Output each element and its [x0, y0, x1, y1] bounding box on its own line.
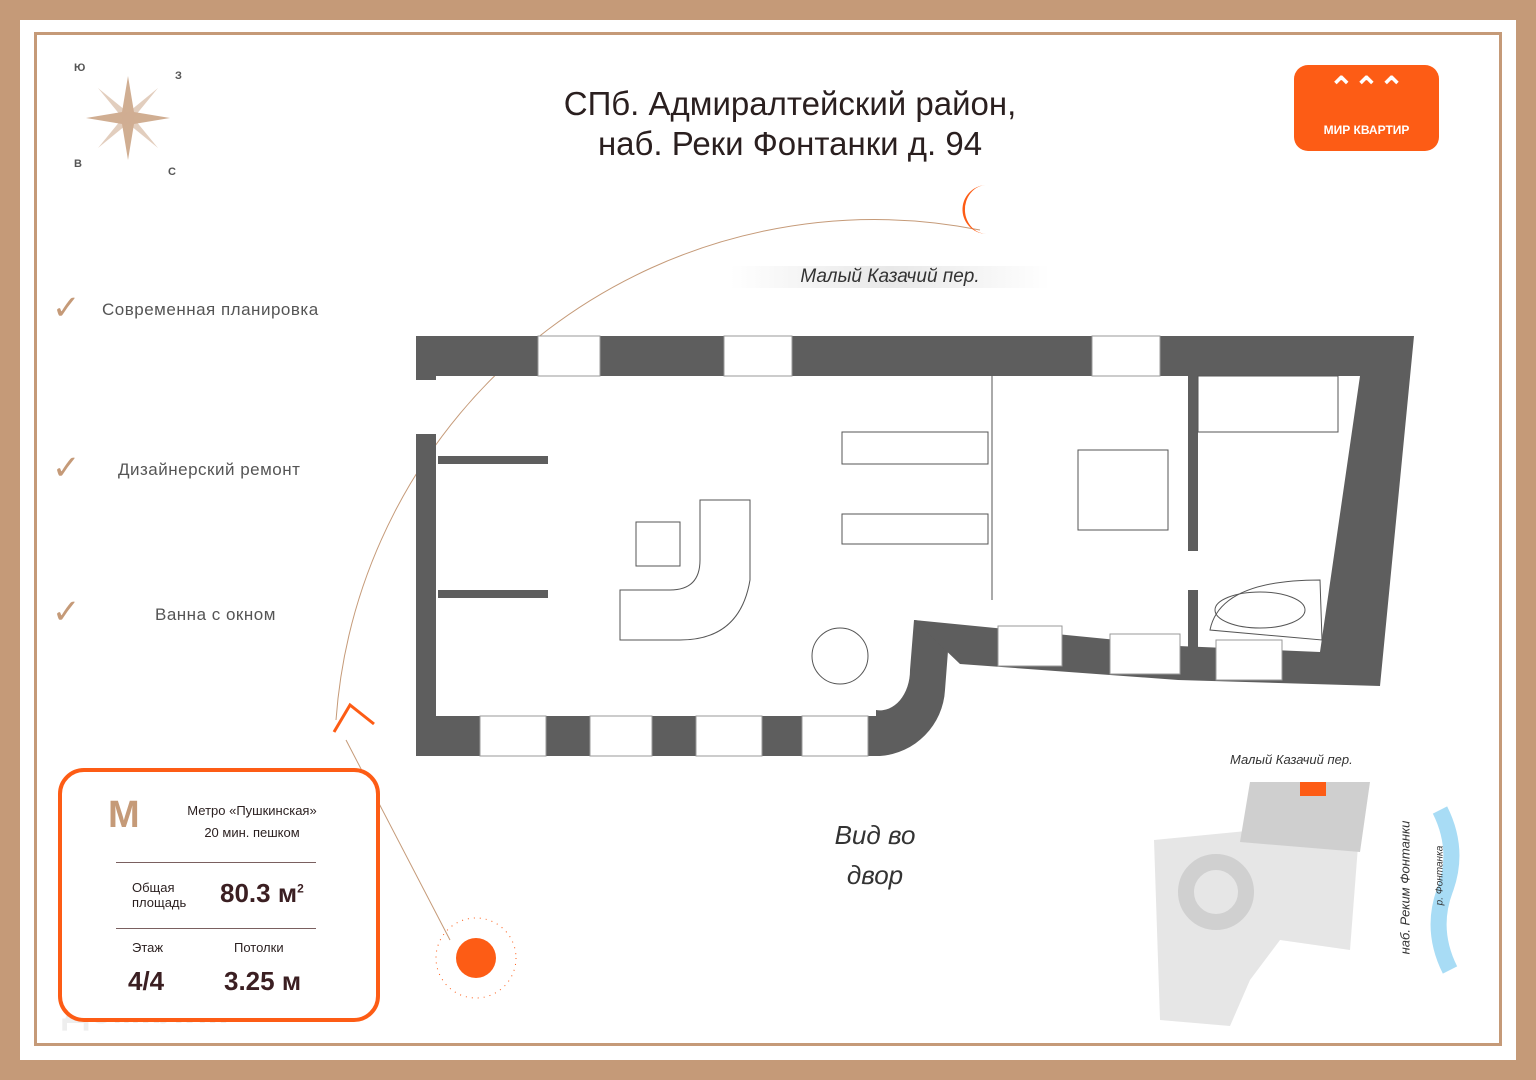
frame	[34, 32, 1502, 1046]
feature-item: Дизайнерский ремонт	[118, 460, 301, 479]
check-icon: ✓	[52, 289, 81, 327]
metro-icon: M	[108, 794, 140, 836]
apartment-marker	[1300, 782, 1326, 796]
area-label: Общая	[132, 880, 175, 895]
location-map	[1154, 782, 1460, 1026]
ceiling-value: 3.25 м	[224, 966, 302, 996]
floor-plan-drawing	[86, 76, 1460, 1026]
compass-icon	[86, 76, 170, 160]
title-line1: СПб. Адмиралтейский район,	[563, 85, 1017, 122]
sun-path	[335, 219, 981, 721]
compass-label-w: В	[74, 158, 82, 170]
area-label-2: площадь	[132, 895, 187, 910]
brand-logo: ⌃⌃⌃ МИР КВАРТИР	[1294, 65, 1439, 151]
sun-icon	[435, 917, 517, 999]
compass-label-s: С	[168, 166, 176, 178]
divider	[116, 928, 316, 929]
moon-icon	[962, 185, 988, 235]
map-river-label: р. Фонтанка	[1434, 845, 1446, 906]
divider	[116, 862, 316, 863]
compass-label-n: Ю	[74, 62, 86, 74]
view-label-line1: Вид во	[834, 820, 916, 850]
logo-name: МИР КВАРТИР	[1323, 123, 1410, 137]
walls	[416, 336, 1414, 756]
check-icon: ✓	[52, 449, 81, 487]
view-label: Вид во двор	[810, 815, 940, 895]
compass-label-e: З	[175, 70, 182, 82]
feature-item: Современная планировка	[102, 300, 319, 319]
view-label-line2: двор	[846, 860, 904, 890]
floor-label: Этаж	[132, 940, 164, 955]
furniture	[619, 375, 1339, 685]
feature-item: Ванна с окном	[155, 605, 276, 624]
area-unit-sup: 2	[297, 881, 304, 896]
street-label-top: Малый Казачий пер.	[730, 266, 1050, 288]
metro-walk-time: 20 мин. пешком	[204, 825, 300, 840]
area-value: 80.3 м	[220, 878, 298, 908]
map-embankment-label: наб. Реким Фонтанки	[1397, 820, 1413, 955]
river	[1430, 806, 1460, 974]
floor-value: 4/4	[128, 966, 165, 996]
logo-mark-icon: ⌃⌃⌃	[1328, 72, 1405, 105]
map-street-label: Малый Казачий пер.	[1230, 752, 1353, 767]
page-title: СПб. Адмиралтейский район, наб. Реки Фон…	[460, 84, 1120, 164]
windows	[479, 335, 1283, 757]
info-card: M Метро «Пушкинская» 20 мин. пешком Обща…	[58, 768, 380, 1022]
check-icon: ✓	[52, 593, 81, 631]
ceiling-label: Потолки	[234, 940, 284, 955]
plan-sheet: СПб. Адмиралтейский район, наб. Реки Фон…	[20, 20, 1516, 1060]
title-line2: наб. Реки Фонтанки д. 94	[597, 125, 983, 162]
metro-name: Метро «Пушкинская»	[187, 803, 317, 818]
arrow-icon	[332, 702, 375, 733]
